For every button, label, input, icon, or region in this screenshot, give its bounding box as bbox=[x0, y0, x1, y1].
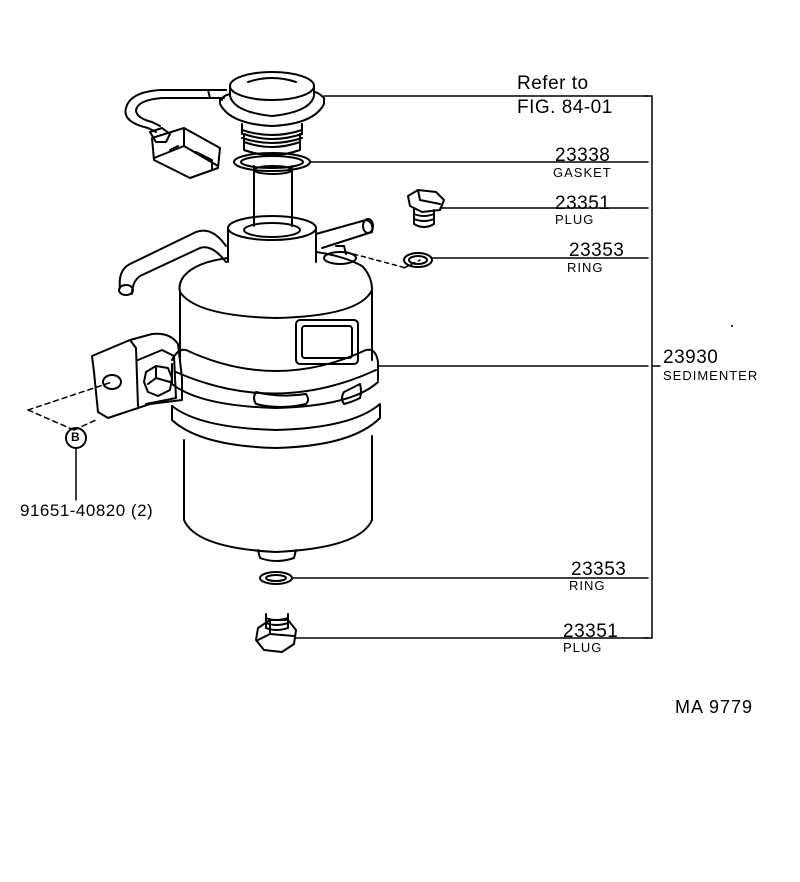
sedimenter-part-name: SEDIMENTER bbox=[663, 368, 759, 383]
ring-23353-bottom bbox=[259, 571, 293, 585]
ring-top-part-name: RING bbox=[567, 260, 604, 275]
plug-23351-bottom bbox=[255, 613, 297, 653]
ring-top-part-number: 23353 bbox=[569, 240, 625, 261]
gasket-23338 bbox=[233, 152, 311, 172]
wire-connector bbox=[124, 88, 227, 179]
sedimenter-part-number: 23930 bbox=[663, 347, 719, 368]
plug-top-part-name: PLUG bbox=[555, 212, 595, 227]
leader-lines bbox=[291, 95, 661, 639]
plug-bottom-part-name: PLUG bbox=[563, 640, 603, 655]
ring-bottom-part-name: RING bbox=[569, 578, 606, 593]
refer-label-line2: FIG. 84-01 bbox=[517, 97, 613, 118]
bolt-part-number: 91651-40820 (2) bbox=[20, 501, 154, 520]
sedimenter-body bbox=[118, 215, 381, 562]
ring-23353-top bbox=[403, 252, 433, 268]
plug-top-part-number: 23351 bbox=[555, 193, 611, 214]
sensor-stem bbox=[253, 165, 293, 227]
mounting-bracket bbox=[91, 332, 183, 419]
plug-bottom-part-number: 23351 bbox=[563, 621, 619, 642]
dashed-leaders bbox=[345, 251, 421, 269]
gasket-part-name: GASKET bbox=[553, 165, 612, 180]
refer-label-line1: Refer to bbox=[517, 73, 589, 94]
plug-23351-top bbox=[407, 189, 445, 228]
bolt-marker-circle bbox=[65, 427, 87, 449]
bolt-leaders bbox=[27, 381, 113, 501]
bolt-marker-letter: B bbox=[71, 430, 80, 444]
gasket-part-number: 23338 bbox=[555, 145, 611, 166]
sensor-cap bbox=[219, 71, 325, 156]
ring-bottom-part-number: 23353 bbox=[571, 559, 627, 580]
drawing-code: MA 9779 bbox=[675, 697, 754, 717]
